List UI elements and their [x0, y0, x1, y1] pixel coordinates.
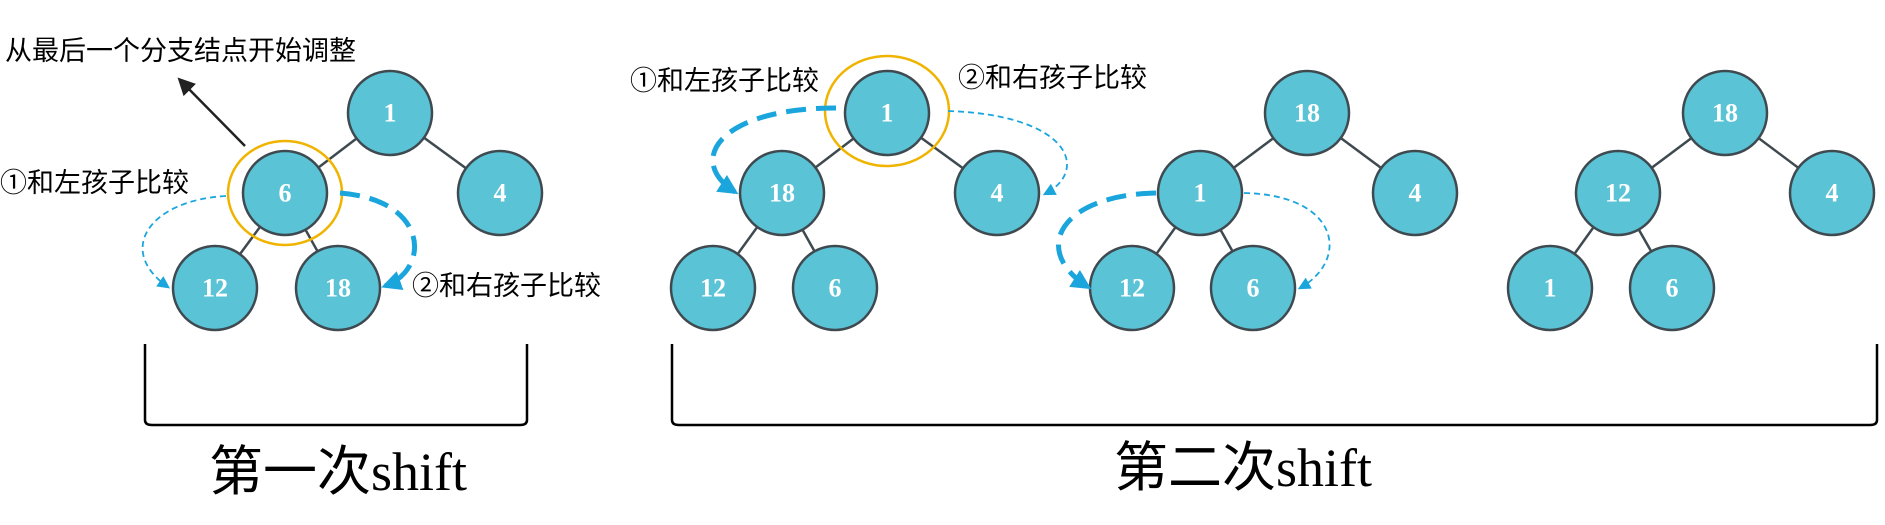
compare-left-arrow	[141, 195, 227, 289]
compare-left-arrow	[710, 105, 837, 195]
node-value: 4	[1826, 179, 1839, 208]
tree3-left-node: 1	[1156, 149, 1244, 237]
tree3-left-right-node: 6	[1209, 244, 1297, 332]
tree3-root-node: 18	[1263, 69, 1351, 157]
tree1-root-node: 1	[346, 69, 434, 157]
tree-1: 1 6 4 12 18	[141, 69, 544, 332]
tree1-left-right-node: 18	[294, 244, 382, 332]
node-value: 18	[769, 179, 795, 208]
node-value: 1	[1194, 179, 1207, 208]
second-shift-caption: 第二次shift	[1114, 438, 1372, 498]
tree-4: 18 12 4 1 6	[1506, 69, 1876, 332]
tree4-left-right-node: 6	[1628, 244, 1716, 332]
first-shift-bracket	[143, 344, 529, 427]
tree4-right-node: 4	[1788, 149, 1876, 237]
compare-right-arrow	[1243, 192, 1331, 290]
tree4-root-node: 18	[1681, 69, 1769, 157]
node-value: 6	[279, 179, 292, 208]
tree1-compare-left-label: ①和左孩子比较	[0, 168, 189, 199]
tree4-left-node: 12	[1574, 149, 1662, 237]
tree3-left-left-node: 12	[1088, 244, 1176, 332]
node-value: 12	[1119, 274, 1145, 303]
node-value: 18	[325, 274, 351, 303]
node-value: 4	[1409, 179, 1422, 208]
node-value: 18	[1712, 99, 1738, 128]
node-value: 1	[1544, 274, 1557, 303]
node-value: 6	[1666, 274, 1679, 303]
tree-2: 1 18 4 12 6	[669, 54, 1068, 332]
node-value: 18	[1294, 99, 1320, 128]
compare-left-arrow	[1056, 190, 1157, 290]
tree1-right-node: 4	[456, 149, 544, 237]
tree3-right-node: 4	[1371, 149, 1459, 237]
compare-right-arrow	[947, 110, 1068, 196]
tree-3: 18 1 4 12 6	[1056, 69, 1459, 332]
node-value: 1	[384, 99, 397, 128]
tree2-left-right-node: 6	[791, 244, 879, 332]
node-value: 12	[1605, 179, 1631, 208]
node-value: 6	[1247, 274, 1260, 303]
tree2-compare-right-label: ②和右孩子比较	[958, 63, 1147, 94]
tree2-left-node: 18	[738, 149, 826, 237]
tree2-root-node: 1	[843, 69, 931, 157]
tree4-left-left-node: 1	[1506, 244, 1594, 332]
start-note: 从最后一个分支结点开始调整	[5, 36, 356, 67]
tree2-compare-left-label: ①和左孩子比较	[630, 66, 819, 97]
compare-right-arrow	[339, 190, 418, 291]
node-value: 1	[881, 99, 894, 128]
tree1-compare-right-label: ②和右孩子比较	[412, 271, 601, 302]
node-value: 4	[494, 179, 507, 208]
node-value: 12	[202, 274, 228, 303]
pointer-arrow	[177, 77, 246, 147]
node-value: 12	[700, 274, 726, 303]
tree2-right-node: 4	[953, 149, 1041, 237]
node-value: 6	[829, 274, 842, 303]
tree2-left-left-node: 12	[669, 244, 757, 332]
tree1-left-node: 6	[241, 149, 329, 237]
tree1-left-left-node: 12	[171, 244, 259, 332]
first-shift-caption: 第一次shift	[209, 442, 467, 502]
node-value: 4	[991, 179, 1004, 208]
second-shift-bracket	[670, 344, 1879, 427]
